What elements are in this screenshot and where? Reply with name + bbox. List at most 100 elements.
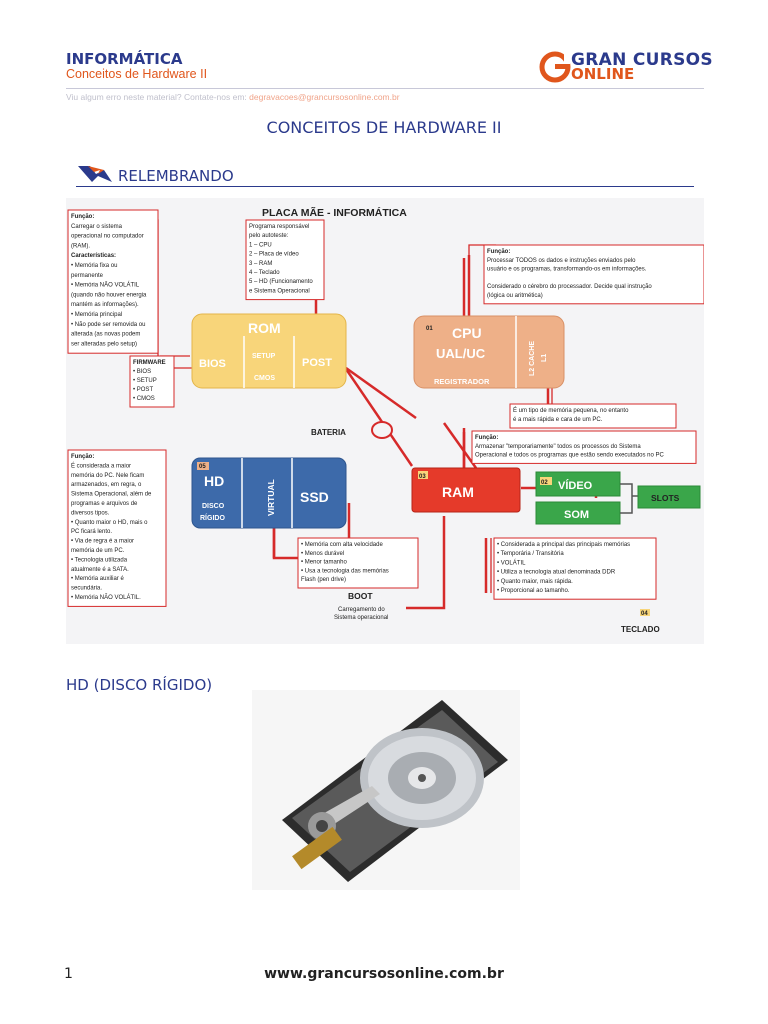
hd-number: 05 [199, 464, 206, 470]
video-title: VÍDEO [558, 479, 593, 492]
rigido-label: RÍGIDO [200, 513, 225, 522]
cmos-label: CMOS [254, 375, 275, 382]
cache-l2-label: L2 CACHE [529, 341, 536, 376]
report-prefix: Viu algum erro neste material? Contate-n… [66, 92, 247, 102]
note-line: • Memória auxiliar é [71, 576, 124, 582]
note-line: • Memória NÃO VOLÁTIL. [71, 594, 141, 601]
note-line: programas e arquivos de [71, 501, 138, 507]
note-line: • Proporcional ao tamanho. [497, 588, 570, 594]
note-line: Características: [71, 253, 116, 259]
ram-number: 03 [419, 474, 426, 480]
note-line: • SETUP [133, 378, 157, 384]
note-line: Função: [71, 454, 94, 460]
note-line: (quando não houver energia [71, 292, 147, 298]
post-label: POST [302, 357, 332, 369]
bateria-label: BATERIA [311, 428, 346, 437]
note-line: e Sistema Operacional [249, 288, 310, 294]
cache-description-note: É um tipo de memória pequena, no entanto… [509, 403, 677, 429]
note-line: alterada (as novas podem [71, 332, 140, 338]
note-line: 4 – Teclado [249, 270, 280, 276]
header-topic: Conceitos de Hardware II [66, 67, 208, 81]
report-email-link[interactable]: degravacoes@grancursosonline.com.br [249, 92, 400, 102]
hd-block[interactable]: 05 HD DISCO RÍGIDO VIRTUAL SSD [191, 457, 347, 529]
section-hd: HD (DISCO RÍGIDO) [66, 676, 213, 694]
video-number: 02 [541, 480, 548, 486]
note-line: Função: [487, 249, 510, 255]
note-line: Armazenar "temporariamente" todos os pro… [475, 444, 641, 450]
note-line: memória do PC. Nele ficam [71, 473, 144, 479]
note-line: FIRMWARE [133, 360, 166, 366]
registrador-label: REGISTRADOR [434, 377, 490, 386]
note-line: memória de um PC. [71, 548, 125, 554]
logo[interactable]: GRAN CURSOS ONLINE [538, 50, 713, 84]
logo-line2: ONLINE [571, 65, 635, 83]
note-line: • BIOS [133, 369, 151, 375]
page-title: CONCEITOS DE HARDWARE II [266, 118, 502, 137]
som-title: SOM [564, 509, 589, 521]
note-line: • Tecnologia utilizada [71, 557, 128, 563]
note-line: • Via de regra é a maior [71, 539, 134, 545]
note-line: É um tipo de memória pequena, no entanto [513, 407, 629, 414]
note-line: • POST [133, 387, 153, 393]
slots-block[interactable]: SLOTS [637, 485, 701, 509]
note-line: • Quanto maior, mais rápida. [497, 579, 573, 585]
disco-label: DISCO [202, 503, 225, 510]
som-block[interactable]: SOM [535, 501, 621, 525]
note-line: operacional no computador [71, 234, 144, 240]
ram-description-note: • Considerada a principal das principais… [493, 537, 657, 600]
cpu-title: CPU [452, 325, 482, 341]
slots-title: SLOTS [651, 493, 680, 503]
virtual-label: VIRTUAL [266, 479, 276, 516]
setup-label: SETUP [252, 353, 276, 360]
note-line: (lógica ou aritmética) [487, 293, 543, 299]
hd-function-note: Função: É considerada a maior memória do P… [67, 449, 167, 607]
note-line: 5 – HD (Funcionamento [249, 279, 313, 285]
note-line: • Não pode ser removida ou [71, 322, 145, 328]
cache-l1-label: L1 [541, 354, 548, 362]
note-line: • VOLÁTIL [497, 559, 526, 566]
note-line: ser alteradas pelo setup) [71, 341, 137, 347]
ram-title: RAM [442, 484, 474, 500]
note-line: atualmente é a SATA. [71, 567, 129, 573]
note-line: 2 – Placa de vídeo [249, 252, 299, 258]
boot-desc-2: Sistema operacional [334, 615, 388, 621]
note-line: diversos tipos. [71, 510, 110, 516]
cpu-number: 01 [426, 326, 433, 332]
teclado-number: 04 [641, 611, 648, 617]
note-line: permanente [71, 273, 104, 279]
rom-title: ROM [248, 320, 281, 336]
ssd-title: SSD [300, 489, 329, 505]
note-line: pelo autoteste: [249, 233, 289, 239]
video-block[interactable]: 02 VÍDEO [535, 471, 621, 497]
note-line: • Memória fixa ou [71, 263, 117, 269]
ual-uc-label: UAL/UC [436, 346, 486, 361]
note-line: • CMOS [133, 396, 155, 402]
report-error-line: Viu algum erro neste material? Contate-n… [66, 92, 400, 102]
section1-underline [76, 186, 694, 187]
cpu-block[interactable]: 01 CPU UAL/UC REGISTRADOR L2 CACHE L1 [413, 315, 565, 389]
footer-url[interactable]: www.grancursosonline.com.br [264, 966, 504, 982]
note-line: mantém as informações). [71, 302, 139, 308]
note-line: é a mais rápida e cara de um PC. [513, 417, 603, 423]
teclado-label: TECLADO [621, 625, 660, 634]
ram-block[interactable]: 03 RAM [411, 467, 521, 513]
note-line: Sistema Operacional, além de [71, 492, 152, 498]
note-line: Considerado o cérebro do processador. De… [487, 284, 652, 290]
firmware-note: FIRMWARE • BIOS • SETUP • POST • CMOS [129, 355, 175, 408]
note-line: Flash (pen drive) [301, 577, 346, 583]
ram-function-note: Função:Armazenar "temporariamente" todos… [471, 430, 697, 464]
note-line: • Quanto maior o HD, mais o [71, 520, 148, 526]
note-line: PC ficará lento. [71, 529, 112, 535]
boot-label: BOOT [348, 591, 373, 601]
note-line: armazenados, em regra, o [71, 482, 142, 488]
note-line: • Memória com alta velocidade [301, 542, 383, 548]
rom-block[interactable]: ROM BIOS SETUP CMOS POST [191, 313, 347, 389]
note-line: Função: [71, 214, 94, 220]
note-line: É considerada a maior [71, 462, 131, 469]
note-line: (RAM). [71, 243, 90, 249]
note-line: • Menos durável [301, 551, 344, 557]
note-line: • Considerada a principal das principais… [497, 542, 630, 548]
header-divider [66, 88, 704, 89]
